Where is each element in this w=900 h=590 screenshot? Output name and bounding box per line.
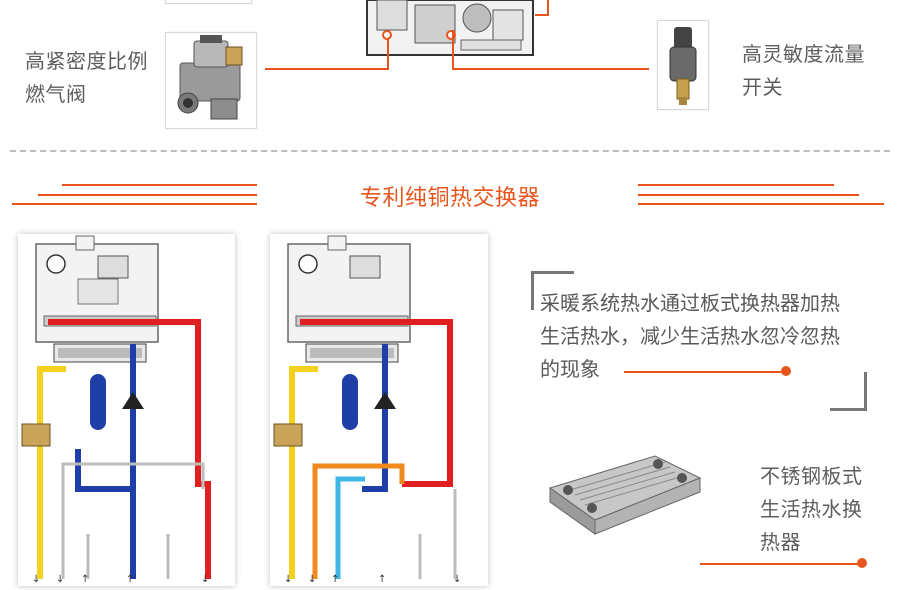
title-bar-left-bot: [12, 203, 257, 205]
exchanger-caption-line1: 不锈钢板式: [760, 464, 863, 488]
boiler-diagram-heating: ↓ ↓ ↑ ↑ ↓: [18, 234, 235, 586]
boiler-cutaway-partial: [365, 0, 535, 58]
gas-valve-caption: 高紧密度比例 燃气阀: [25, 45, 148, 111]
dashed-divider: [10, 150, 890, 152]
boiler-diagram-hot-water: ↓ ↓ ↑ ↑ ↓: [270, 234, 488, 586]
svg-text:↑: ↑: [378, 574, 386, 585]
svg-text:↓: ↓: [32, 574, 40, 585]
orange-leader-small: [535, 0, 549, 16]
exchanger-underline: [700, 563, 860, 565]
description-line3: 的现象: [540, 357, 600, 381]
title-bar-left-top: [62, 184, 257, 186]
flow-switch-caption-line2: 开关: [742, 75, 783, 99]
exchanger-caption-line2: 生活热水换: [760, 497, 863, 521]
section-title: 专利纯铜热交换器: [359, 186, 540, 211]
description-line1: 采暖系统热水通过板式换热器加热: [540, 291, 840, 315]
flow-switch-leader: [452, 30, 649, 70]
svg-text:↑: ↑: [81, 574, 89, 585]
svg-text:↑: ↑: [331, 574, 339, 585]
svg-text:↓: ↓: [201, 574, 209, 585]
thumbnail-edge: [165, 0, 252, 4]
svg-text:↓: ↓: [56, 574, 64, 585]
title-bar-right-mid: [638, 194, 859, 196]
title-bar-right-top: [638, 184, 834, 186]
exchanger-dot: [857, 558, 867, 568]
bracket-bottom-right: [830, 372, 867, 411]
flow-switch-caption: 高灵敏度流量 开关: [742, 38, 865, 104]
svg-text:↑: ↑: [126, 574, 134, 585]
bracket-top-left: [531, 271, 574, 310]
description-line2: 生活热水，减少生活热水忽冷忽热: [540, 324, 840, 348]
title-bar-right-bot: [638, 203, 884, 205]
description-dot: [781, 366, 791, 376]
exchanger-caption-line3: 热器: [760, 530, 801, 554]
description-underline: [624, 371, 786, 373]
gas-valve-caption-line1: 高紧密度比例: [25, 49, 148, 73]
exchanger-caption: 不锈钢板式 生活热水换 热器: [760, 460, 863, 559]
plate-heat-exchanger-image: [540, 448, 710, 538]
gas-valve-leader: [265, 38, 389, 70]
svg-text:↓: ↓: [308, 574, 316, 585]
flow-switch-image: [657, 20, 709, 110]
gas-valve-caption-line2: 燃气阀: [25, 82, 87, 106]
svg-text:↓: ↓: [284, 574, 292, 585]
description-text: 采暖系统热水通过板式换热器加热 生活热水，减少生活热水忽冷忽热 的现象: [540, 287, 870, 386]
flow-switch-caption-line1: 高灵敏度流量: [742, 42, 865, 66]
gas-valve-image: [165, 32, 257, 129]
svg-text:↓: ↓: [453, 574, 461, 585]
title-bar-left-mid: [38, 194, 257, 196]
